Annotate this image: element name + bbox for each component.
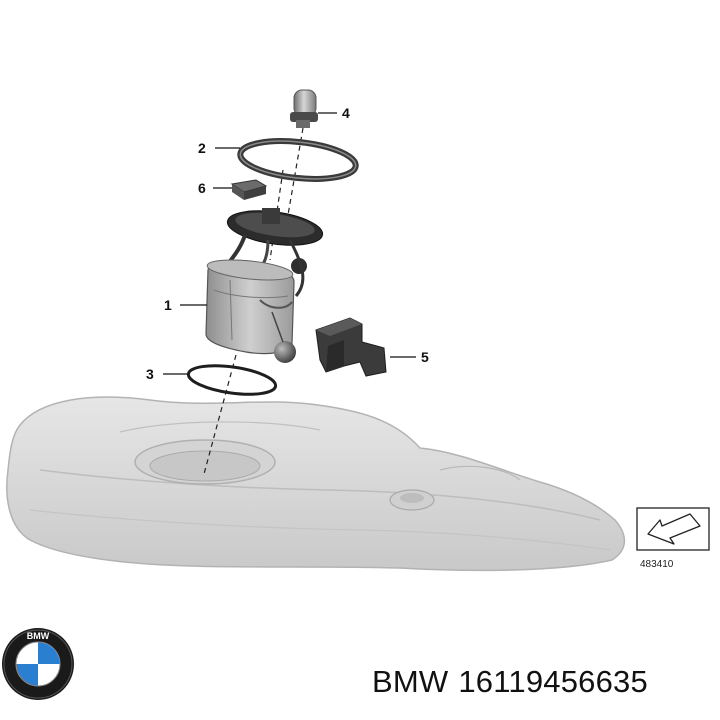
callout-1: 1 bbox=[164, 297, 172, 313]
callout-3: 3 bbox=[146, 366, 154, 382]
part-1-fuel-pump-module bbox=[205, 208, 324, 363]
reference-number: 483410 bbox=[640, 559, 674, 570]
part-6-connector bbox=[230, 179, 268, 200]
leader-lines bbox=[163, 112, 416, 375]
bmw-logo: BMW bbox=[2, 628, 74, 700]
bmw-logo-text: BMW bbox=[27, 631, 50, 641]
callout-6: 6 bbox=[198, 180, 206, 196]
fuel-tank bbox=[6, 396, 626, 572]
part-caption: BMW 16119456635 bbox=[372, 664, 648, 700]
tank-view-arrow-icon bbox=[647, 513, 701, 545]
part-number: 16119456635 bbox=[458, 664, 648, 699]
part-3-o-ring bbox=[186, 364, 278, 396]
reference-box: 483410 bbox=[636, 507, 710, 570]
part-2-gasket-ring bbox=[237, 138, 359, 182]
part-4-sensor-cap bbox=[290, 89, 318, 128]
part-5-bracket bbox=[315, 317, 387, 377]
brand-name: BMW bbox=[372, 664, 449, 699]
callout-4: 4 bbox=[342, 105, 350, 121]
callout-5: 5 bbox=[421, 349, 429, 365]
callout-2: 2 bbox=[198, 140, 206, 156]
